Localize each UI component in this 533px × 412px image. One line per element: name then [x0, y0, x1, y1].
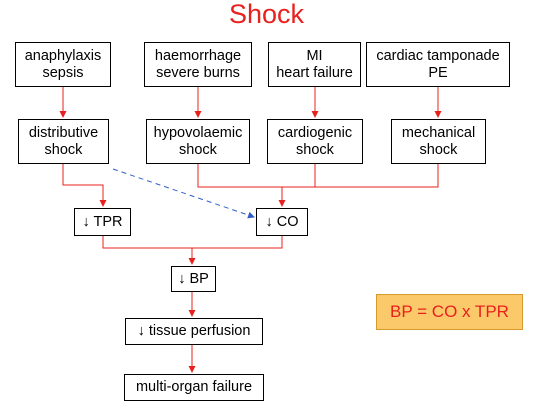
failure-label: multi-organ failure [135, 379, 253, 395]
cause-line-1: haemorrhage [154, 47, 242, 64]
bp-box: ↓ BP [171, 266, 216, 292]
perfusion-label: ↓ tissue perfusion [137, 323, 251, 339]
tpr-label: ↓ TPR [82, 213, 123, 230]
type-box-hypovolaemic: hypovolaemic shock [146, 119, 250, 164]
bp-equation-box: BP = CO x TPR [376, 294, 523, 330]
type-line-1: hypovolaemic [153, 124, 243, 141]
type-box-distributive: distributive shock [18, 119, 109, 164]
type-line-1: cardiogenic [277, 124, 353, 141]
type-box-cardiogenic: cardiogenic shock [267, 119, 363, 164]
cause-box-mi-heart-failure: MI heart failure [268, 42, 361, 87]
cause-line-1: cardiac tamponade [376, 47, 500, 64]
cause-line-2: severe burns [156, 64, 240, 81]
cause-box-tamponade-pe: cardiac tamponade PE [366, 42, 510, 87]
connector-hypovolaemic-merge [197, 164, 439, 188]
type-box-mechanical: mechanical shock [391, 119, 486, 164]
type-line-1: distributive [28, 124, 99, 141]
co-box: ↓ CO [256, 208, 308, 236]
cause-line-1: MI [306, 47, 323, 64]
type-line-2: shock [419, 141, 458, 158]
type-line-2: shock [296, 141, 334, 158]
cause-line-2: heart failure [276, 64, 353, 81]
type-line-2: shock [44, 141, 83, 158]
type-line-2: shock [179, 141, 217, 158]
co-label: ↓ CO [265, 213, 299, 230]
cause-box-anaphylaxis-sepsis: anaphylaxis sepsis [15, 42, 111, 87]
cause-line-2: sepsis [42, 64, 84, 81]
type-line-1: mechanical [401, 124, 476, 141]
arrow-distributive-to-tpr [62, 164, 107, 207]
tpr-box: ↓ TPR [74, 208, 131, 236]
diagram-title: Shock [228, 0, 305, 29]
failure-box: multi-organ failure [124, 374, 264, 401]
bp-label: ↓ BP [178, 270, 209, 287]
dashed-arrow-distributive-to-co [112, 168, 255, 219]
cause-box-haemorrhage-burns: haemorrhage severe burns [144, 42, 252, 87]
perfusion-box: ↓ tissue perfusion [125, 318, 263, 345]
cause-line-1: anaphylaxis [24, 47, 102, 64]
connector-tpr-co-merge [102, 236, 283, 249]
cause-line-2: PE [428, 64, 448, 81]
